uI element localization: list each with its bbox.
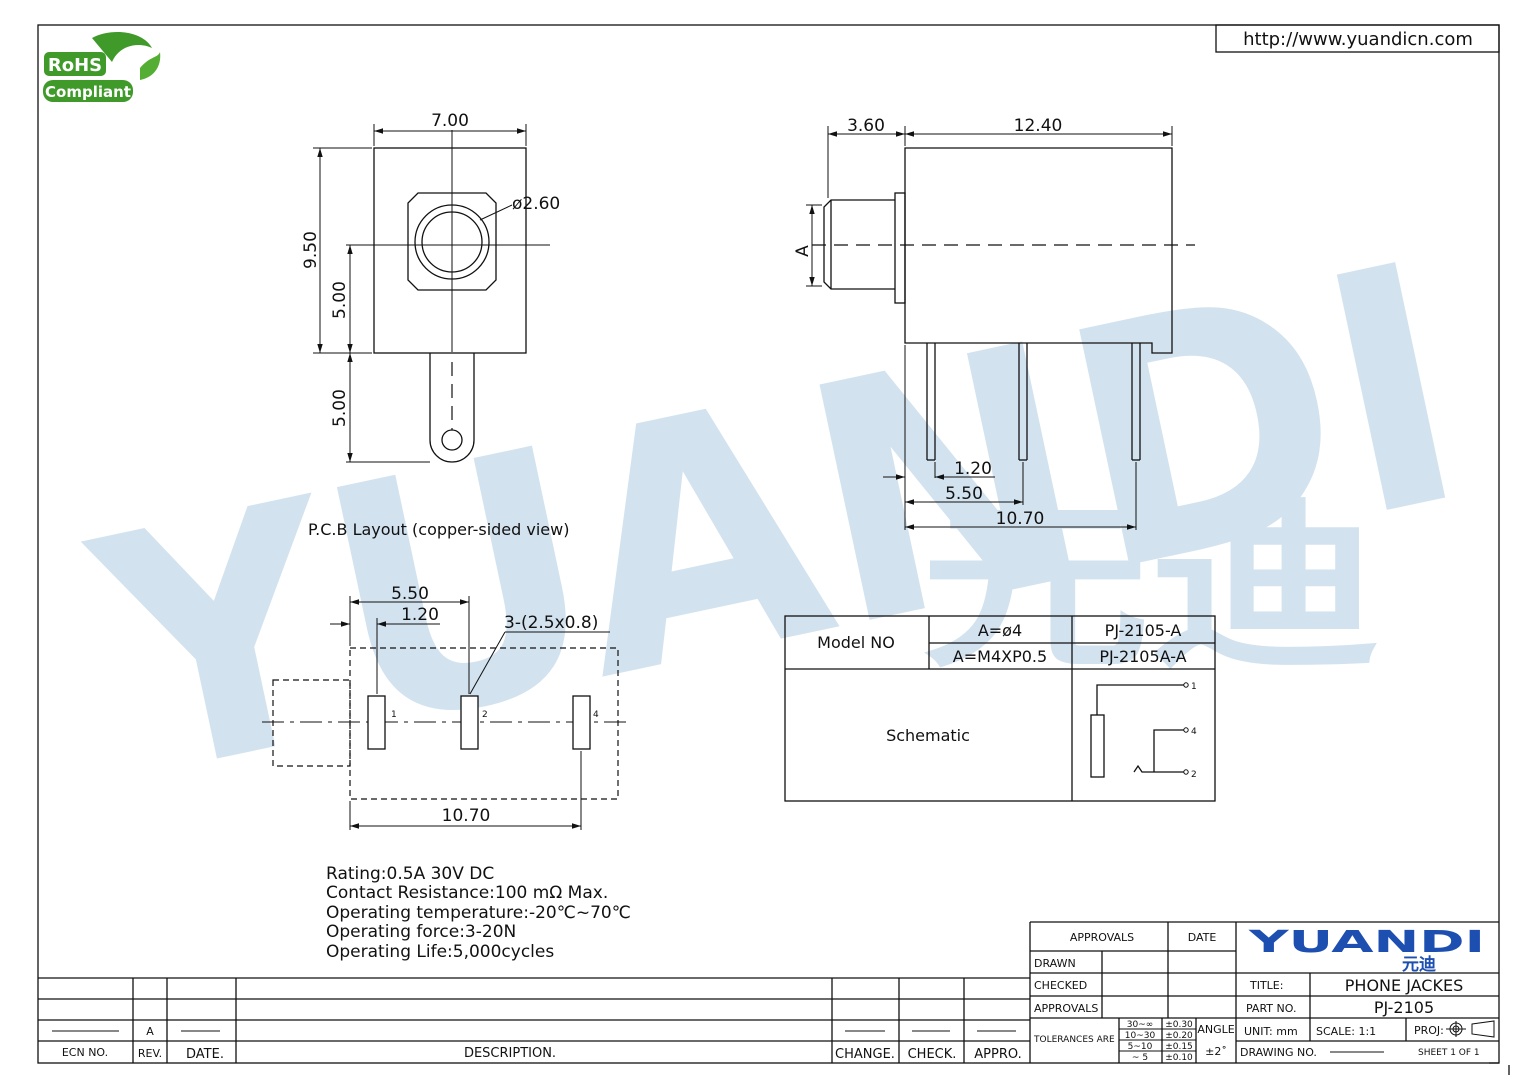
hole-diameter: ø2.60	[512, 194, 560, 214]
width-dim: 7.00	[431, 111, 469, 131]
tol-value-4: ±0.10	[1165, 1053, 1193, 1063]
website-url-box	[1215, 24, 1500, 53]
ecn-header: ECN NO.	[62, 1046, 108, 1059]
model-part-2: PJ-2105A-A	[1099, 647, 1186, 666]
schematic-diagram: 1 4 2	[1090, 682, 1197, 780]
rev-value: A	[146, 1025, 154, 1038]
checked-label: CHECKED	[1034, 979, 1087, 992]
spec-temperature: Operating temperature:-20℃~70℃	[326, 903, 631, 923]
date-column-header: DATE	[1188, 931, 1217, 944]
pcb-pin-2: 2	[482, 710, 488, 720]
title-label: TITLE:	[1249, 979, 1283, 992]
title-block: APPROVALS DATE DRAWN CHECKED APPROVALS Y…	[1030, 921, 1499, 1063]
pcb-slot-note: 3-(2.5x0.8)	[504, 613, 598, 633]
tol-range-4: ~ 5	[1132, 1053, 1148, 1063]
title-value: PHONE JACKES	[1345, 976, 1463, 995]
model-no-header: Model NO	[817, 633, 895, 652]
check-header: CHECK.	[908, 1047, 957, 1062]
proj-label: PROJ:	[1414, 1024, 1444, 1037]
website-url[interactable]: http://www.yuandicn.com	[1243, 29, 1473, 50]
sheet-label: SHEET 1 OF 1	[1418, 1048, 1480, 1058]
revision-block: A ECN NO. REV. DATE. DESCRIPTION. CHANGE…	[38, 922, 1031, 1063]
schematic-pin-2: 2	[1191, 770, 1197, 780]
center-height-dim: 5.00	[330, 281, 350, 319]
schematic-pin-1: 1	[1191, 682, 1197, 692]
model-a-1: A=ø4	[978, 621, 1022, 640]
brand-logo: YUANDI 元迪	[1247, 925, 1485, 975]
pcb-pin-1: 1	[391, 710, 397, 720]
tol-range-1: 30~∞	[1127, 1020, 1154, 1030]
tol-value-3: ±0.15	[1165, 1042, 1193, 1052]
rohs-text: RoHS	[48, 55, 102, 76]
drawn-label: DRAWN	[1034, 957, 1076, 970]
compliant-text: Compliant	[45, 83, 131, 101]
brand-chinese: 元迪	[1402, 954, 1436, 975]
spec-force: Operating force:3-20N	[326, 922, 516, 942]
angle-label: ANGLE	[1197, 1023, 1234, 1036]
tol-range-3: 5~10	[1128, 1042, 1153, 1052]
date-header: DATE.	[186, 1047, 224, 1062]
unit-label: UNIT: mm	[1244, 1025, 1298, 1038]
part-no-value: PJ-2105	[1374, 998, 1434, 1017]
rohs-badge: RoHS Compliant	[43, 32, 161, 102]
watermark-chinese: 元迪	[920, 484, 1380, 693]
drawing-border	[37, 24, 1500, 1064]
a-label: A	[793, 245, 813, 257]
front-view: ø2.60 7.00 9.50 5.00 5.00	[301, 111, 560, 463]
approvals-header: APPROVALS	[1070, 931, 1134, 944]
change-header: CHANGE.	[835, 1047, 895, 1062]
approvals-label: APPROVALS	[1034, 1002, 1098, 1015]
rev-header: REV.	[138, 1047, 162, 1060]
side-view: 3.60 12.40 A 1.20 5.50 10.70	[793, 116, 1195, 530]
appro-header: APPRO.	[974, 1047, 1021, 1062]
pcb-layout: P.C.B Layout (copper-sided view) 1 2 4 5…	[262, 520, 628, 830]
pcb-dim-5-50: 5.50	[391, 584, 429, 604]
tail-length-dim: 5.00	[330, 389, 350, 427]
model-table: Model NO A=ø4 PJ-2105-A A=M4XP0.5 PJ-210…	[784, 615, 1216, 802]
pin3-offset-dim: 10.70	[996, 509, 1045, 529]
spec-life: Operating Life:5,000cycles	[326, 942, 554, 962]
drawing-no-label: DRAWING NO.	[1240, 1046, 1317, 1059]
pcb-pin-4: 4	[593, 710, 599, 720]
projection-symbol-icon	[1446, 1020, 1495, 1038]
schematic-pin-4: 4	[1191, 727, 1197, 737]
pin1-offset-dim: 1.20	[954, 459, 992, 479]
scale-label: SCALE: 1:1	[1316, 1025, 1376, 1038]
spec-contact-resistance: Contact Resistance:100 mΩ Max.	[326, 883, 608, 903]
tolerances-label: TOLERANCES ARE	[1033, 1035, 1115, 1045]
part-no-label: PART NO.	[1246, 1002, 1296, 1015]
tol-range-2: 10~30	[1125, 1031, 1156, 1041]
pin2-offset-dim: 5.50	[945, 484, 983, 504]
spec-rating: Rating:0.5A 30V DC	[326, 864, 494, 884]
model-part-1: PJ-2105-A	[1105, 621, 1182, 640]
schematic-label: Schematic	[886, 726, 970, 745]
pcb-dim-10-70: 10.70	[442, 806, 491, 826]
description-header: DESCRIPTION.	[464, 1046, 556, 1061]
tol-value-2: ±0.20	[1165, 1031, 1193, 1041]
brand-latin: YUANDI	[1247, 925, 1485, 960]
angle-value: ±2˚	[1205, 1045, 1227, 1058]
model-a-2: A=M4XP0.5	[953, 647, 1047, 666]
watermark: YUANDI 元迪	[65, 192, 1490, 853]
tol-value-1: ±0.30	[1165, 1020, 1193, 1030]
pcb-title: P.C.B Layout (copper-sided view)	[308, 520, 569, 539]
body-length-dim: 12.40	[1014, 116, 1063, 136]
specifications: Rating:0.5A 30V DC Contact Resistance:10…	[326, 864, 631, 962]
height-dim: 9.50	[301, 231, 321, 269]
pcb-dim-1-20: 1.20	[401, 605, 439, 625]
nose-length-dim: 3.60	[847, 116, 885, 136]
